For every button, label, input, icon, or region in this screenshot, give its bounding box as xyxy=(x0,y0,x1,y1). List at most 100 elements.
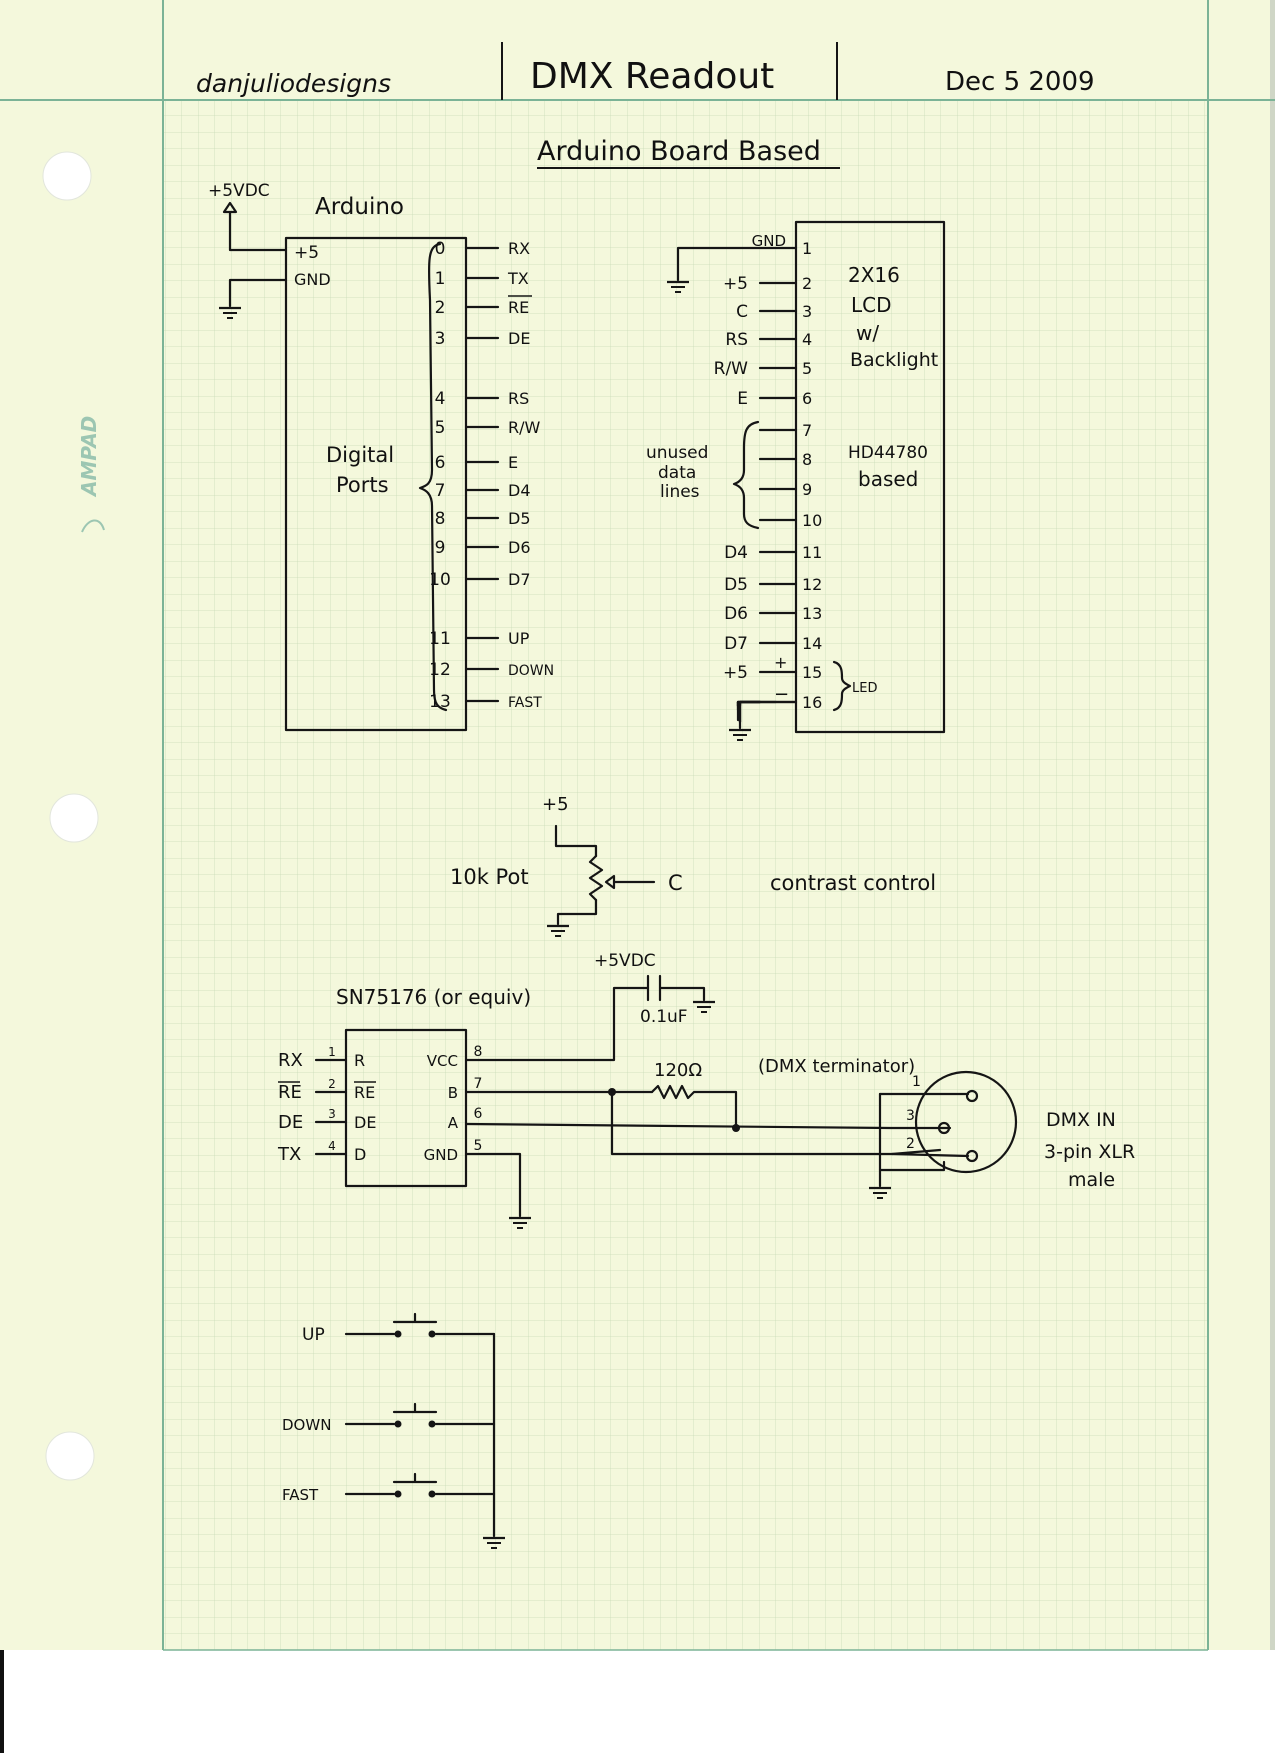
button-contact-icon xyxy=(394,1330,402,1338)
drawing-title: DMX Readout xyxy=(530,56,774,97)
transceiver-pin-name: DE xyxy=(354,1113,376,1132)
arduino-signal-label: FAST xyxy=(508,695,542,711)
arduino-signal-label: D4 xyxy=(508,481,531,500)
transceiver-section: SN75176 (or equiv) +5VDC 0.1uF 120Ω (DMX… xyxy=(277,951,952,1230)
pot-value-label: 10k Pot xyxy=(450,865,529,889)
arduino-pin-num: 4 xyxy=(435,389,446,409)
lcd-signal-label: RS xyxy=(725,330,748,350)
arduino-pin-gnd: GND xyxy=(294,270,331,289)
arduino-pin-num: 11 xyxy=(429,629,451,649)
arduino-pin-num: 2 xyxy=(435,298,446,318)
lcd-desc-3: w/ xyxy=(856,321,879,345)
xlr-pin-3-icon xyxy=(937,1121,951,1135)
lcd-pin-num: 8 xyxy=(802,450,812,469)
arduino-pin-num: 5 xyxy=(435,418,446,438)
lcd-signal-label: D5 xyxy=(724,575,748,595)
arduino-power-wire xyxy=(228,210,288,252)
lcd-unused-2: data xyxy=(658,463,696,483)
lcd-signal-label: R/W xyxy=(714,359,749,379)
arduino-signal-label: D6 xyxy=(508,538,531,557)
transceiver-outline xyxy=(344,1028,468,1188)
arduino-signal-label: D5 xyxy=(508,509,531,528)
lcd-led-return xyxy=(738,700,762,730)
pot-supply-wire xyxy=(554,824,598,858)
arduino-pin-num: 3 xyxy=(435,329,446,349)
lcd-pin-num: 14 xyxy=(802,634,822,653)
lcd-signal-label: D6 xyxy=(724,604,748,624)
lcd-desc-4: Backlight xyxy=(850,349,938,371)
lcd-unused-1: unused xyxy=(646,443,708,463)
lcd-pin-num: 1 xyxy=(802,239,812,258)
bypass-cap-label: 0.1uF xyxy=(640,1007,688,1027)
transceiver-pin-name: D xyxy=(354,1145,366,1164)
arduino-pin-num: 9 xyxy=(435,538,446,558)
transceiver-gnd-wire xyxy=(464,1152,522,1218)
lcd-pin-num: 5 xyxy=(802,359,812,378)
arduino-pin-vcc: +5 xyxy=(294,243,319,263)
xlr-outline xyxy=(914,1070,1018,1174)
transceiver-pin-num: 5 xyxy=(474,1138,483,1154)
transceiver-signal-label: DE xyxy=(278,1112,303,1133)
arduino-outline xyxy=(284,236,468,732)
lcd-gnd-wire xyxy=(676,246,798,282)
transceiver-pin-num: 3 xyxy=(328,1107,336,1121)
xlr-label-3: male xyxy=(1068,1169,1115,1191)
punch-hole-middle xyxy=(49,793,99,843)
lcd-controller-1: HD44780 xyxy=(848,443,928,463)
arduino-supply-label: +5VDC xyxy=(208,181,270,201)
transceiver-pin-num: 8 xyxy=(474,1044,483,1060)
lcd-plus-sign: + xyxy=(774,653,787,672)
transceiver-vcc-wire xyxy=(464,986,650,1062)
arduino-pin-num: 13 xyxy=(429,692,451,712)
arduino-pin-num: 8 xyxy=(435,509,446,529)
lcd-pin-num: 10 xyxy=(802,511,822,530)
arduino-pin-num: 0 xyxy=(435,239,446,259)
punch-hole-top xyxy=(42,151,92,201)
lcd-pin-num: 16 xyxy=(802,693,822,712)
lcd-signal-label: D4 xyxy=(724,543,748,563)
pot-supply-label: +5 xyxy=(542,794,569,815)
junction-dot xyxy=(608,1088,616,1096)
designer-name: danjuliodesigns xyxy=(196,69,391,98)
lcd-pin-num: 4 xyxy=(802,330,812,349)
arduino-pin-num: 6 xyxy=(435,453,446,473)
terminator-note: (DMX terminator) xyxy=(758,1056,915,1077)
lcd-block: 2X16 LCD w/ Backlight HD44780 based unus… xyxy=(646,220,946,742)
pot-gnd-wire xyxy=(556,898,598,926)
digital-ports-label-1: Digital xyxy=(326,443,394,467)
xlr-pin-num-2: 2 xyxy=(906,1136,915,1152)
lcd-signal-label: E xyxy=(737,389,748,409)
button-label: FAST xyxy=(282,1486,319,1504)
lcd-pin-num: 2 xyxy=(802,274,812,293)
lcd-pin-num: 3 xyxy=(802,302,812,321)
digital-ports-brace xyxy=(418,242,448,712)
lcd-signal-label: D7 xyxy=(724,634,748,654)
paper-brand-mark: AMPAD xyxy=(77,416,101,498)
xlr-pin2-wire xyxy=(890,1152,970,1158)
arduino-label: Arduino xyxy=(315,194,404,220)
lcd-signal-label: C xyxy=(736,302,748,322)
dmx-pin1-ground xyxy=(878,1092,946,1172)
lcd-pin-num: 9 xyxy=(802,480,812,499)
arduino-gnd-wire xyxy=(228,278,288,308)
button-contact-icon xyxy=(428,1490,436,1498)
button-contact-icon xyxy=(428,1420,436,1428)
button-contact-icon xyxy=(428,1330,436,1338)
xlr-pin-1-icon xyxy=(965,1089,979,1103)
scan-edge-right xyxy=(1270,0,1275,1650)
punch-hole-bottom xyxy=(45,1431,95,1481)
transceiver-pin-num: 6 xyxy=(474,1106,483,1122)
arduino-pin-num: 12 xyxy=(429,660,451,680)
arduino-signal-label: DE xyxy=(508,329,530,348)
lcd-controller-2: based xyxy=(858,467,918,491)
transceiver-pin-name: A xyxy=(448,1114,459,1132)
contrast-pot-section: +5 10k Pot C contrast control xyxy=(450,794,936,938)
xlr-label-1: DMX IN xyxy=(1046,1109,1116,1131)
arduino-pin-num: 1 xyxy=(435,269,446,289)
lcd-minus-sign: − xyxy=(774,684,789,705)
transceiver-pin-num: 2 xyxy=(328,1077,336,1091)
transceiver-pin-name: R xyxy=(354,1051,365,1070)
